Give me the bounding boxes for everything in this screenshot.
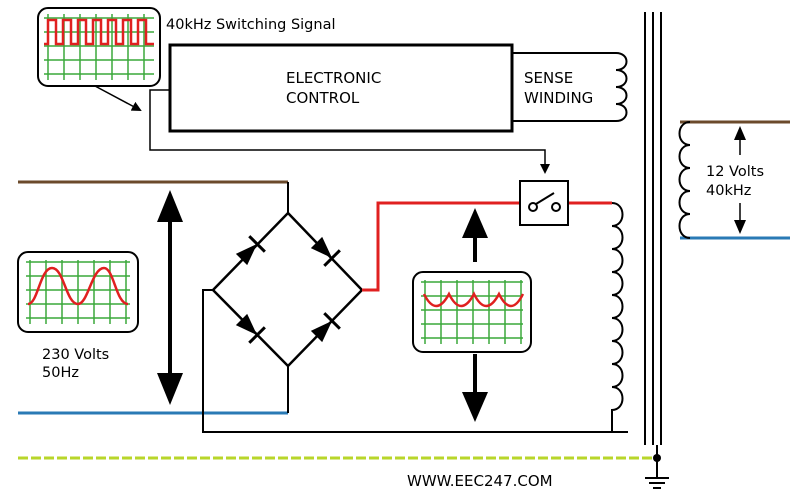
diode-icon [235, 235, 266, 266]
sense-label-line2: WINDING [524, 89, 593, 107]
secondary-output [678, 120, 790, 240]
dc-positive-wire [362, 201, 520, 292]
output-frequency-label: 40kHz [706, 183, 751, 199]
oscilloscope-square-wave-icon [37, 7, 161, 87]
diode-icon [310, 236, 341, 267]
input-frequency-label: 50Hz [42, 365, 79, 381]
ground-icon [645, 445, 669, 489]
signal-pointer-arrow [94, 85, 142, 111]
oscilloscope-rectified-wave-icon [412, 271, 532, 353]
diode-icon [235, 313, 266, 344]
control-line [149, 89, 550, 174]
oscilloscope-sine-wave-icon [17, 251, 139, 333]
primary-winding [611, 202, 628, 433]
control-label-line1: ELECTRONIC [286, 69, 381, 87]
secondary-winding [678, 121, 691, 239]
input-voltage-arrow [157, 190, 183, 405]
dc-return-wire [202, 289, 628, 433]
switch-icon [519, 180, 569, 226]
electronic-control-box [168, 43, 514, 133]
transformer-core [644, 12, 662, 445]
output-voltage-label: 12 Volts [706, 164, 764, 180]
diode-icon [310, 312, 341, 343]
watermark: WWW.EEC247.COM [407, 472, 553, 490]
input-voltage-label: 230 Volts [42, 347, 109, 363]
dc-voltage-arrow [462, 208, 488, 422]
control-label-line2: CONTROL [286, 89, 360, 107]
sense-winding [512, 52, 628, 122]
bridge-rectifier [211, 182, 364, 413]
sense-label-line1: SENSE [524, 69, 573, 87]
switching-signal-label: 40kHz Switching Signal [166, 17, 335, 33]
